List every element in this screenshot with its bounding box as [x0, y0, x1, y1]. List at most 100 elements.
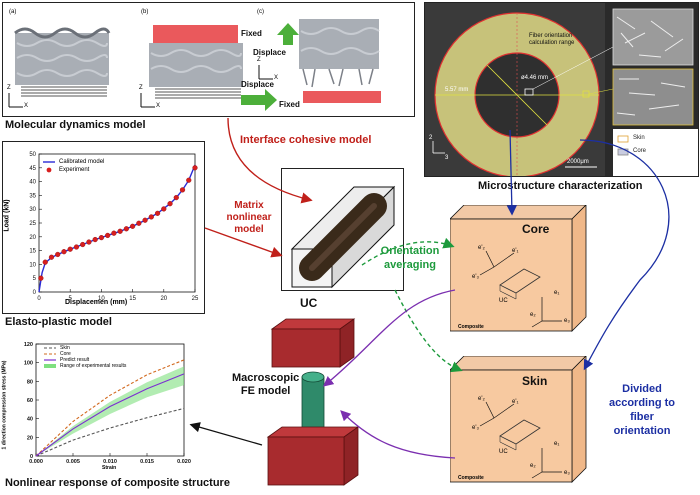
md-sub-a: (a) [9, 9, 17, 15]
elasto-x-tick-label: 25 [192, 296, 199, 302]
experiment-point [61, 249, 67, 255]
micro-panel: Fiber orientation calculation range 5.57… [424, 2, 699, 177]
legend-core: Core [633, 148, 647, 154]
elasto-x-tick-label: 15 [129, 296, 136, 302]
displace-up-arrow [277, 23, 299, 45]
core-micrograph [612, 8, 694, 66]
nonlinear-x-tick-label: 0.015 [140, 459, 154, 465]
experiment-point [73, 244, 80, 250]
experiment-point [130, 223, 136, 229]
core-box [450, 205, 587, 332]
skin-curve [35, 407, 185, 457]
divided-label: Divided according to fiber orientation [592, 382, 692, 438]
micro-axis-2: 2 [429, 135, 433, 141]
orientation-label-line-1: Orientation [380, 245, 440, 257]
nonlinear-xlabel: Strain [102, 465, 117, 471]
experimental-range-band [36, 366, 184, 456]
experiment-point [173, 195, 179, 201]
skin-uc: UC [499, 449, 508, 455]
elasto-y-tick-label: 40 [29, 180, 36, 186]
predict-curve [35, 373, 185, 457]
experiment-point [98, 235, 105, 241]
elasto-y-tick-label: 10 [29, 262, 36, 268]
md-axis-z-b: Z [139, 85, 143, 91]
divided-label-line-1: Divided [622, 383, 662, 395]
elasto-panel-title: Elasto-plastic model [5, 316, 112, 328]
core-title: Core [522, 222, 550, 236]
core-uc: UC [499, 298, 508, 304]
fixed-bottom-label: Fixed [279, 100, 300, 109]
core-e3p: e'₃ [472, 274, 479, 280]
md-panel-title: Molecular dynamics model [5, 119, 146, 131]
core-curve [35, 359, 185, 457]
skin-e1p: e'₁ [512, 399, 519, 405]
nonlinear-y-tick-label: 0 [30, 454, 33, 460]
elasto-y-tick-label: 20 [29, 235, 36, 241]
displace-up-label: Displace [253, 48, 286, 57]
nonlinear-legend-skin: Skin [60, 345, 70, 351]
skin-e2p: e'₂ [478, 396, 485, 402]
nonlinear-x-tick-label: 0.010 [103, 459, 117, 465]
matrix-label-line-3: model [234, 224, 264, 235]
elasto-y-tick-label: 5 [33, 276, 37, 282]
legend-skin: Skin [633, 135, 645, 141]
dim-inner-label: ø4.46 mm [521, 75, 549, 81]
experiment-point [42, 259, 48, 265]
skin-box [450, 356, 587, 483]
experiment-point [192, 165, 198, 171]
md-axis-x-a: X [24, 103, 29, 109]
arrow-fe-to-response [189, 422, 263, 446]
nonlinear-y-tick-label: 40 [27, 417, 33, 423]
elasto-y-tick-label: 30 [29, 207, 36, 213]
nonlinear-x-tick-label: 0.000 [29, 459, 43, 465]
nonlinear-legend-range: Range of experimental results [60, 363, 127, 369]
elasto-x-tick-label: 5 [69, 296, 73, 302]
uc-panel [281, 168, 404, 291]
calibrated-model-line [38, 164, 196, 293]
experiment-point [117, 228, 123, 234]
md-sub-c: (c) [257, 9, 264, 15]
nonlinear-y-tick-label: 20 [27, 435, 33, 441]
experiment-point [148, 214, 154, 220]
range-label-2: calculation range [529, 40, 575, 46]
elasto-legend-exp-swatch [46, 167, 52, 173]
fe-model [266, 318, 360, 486]
experiment-point [186, 177, 192, 183]
experiment-point [142, 217, 148, 223]
md-cluster-b [149, 25, 243, 99]
skin-e1: e₁ [554, 441, 560, 447]
matrix-label-line-1: Matrix [234, 200, 264, 211]
elasto-legend-model: Calibrated model [59, 159, 105, 165]
md-axis-z-c: Z [257, 57, 261, 63]
legend-range-swatch [44, 364, 56, 368]
elasto-x-tick-label: 0 [37, 296, 41, 302]
uc-label: UC [300, 296, 318, 310]
experiment-point [38, 275, 44, 281]
orientation-label-line-2: averaging [384, 259, 436, 271]
md-cluster-a [14, 27, 111, 97]
experiment-point [123, 226, 129, 232]
experiment-point [67, 246, 73, 252]
md-cluster-c [299, 19, 381, 103]
divided-label-line-2: according to [608, 397, 675, 409]
md-panel: (a) (b) (c) Fixed Displace Displace Fixe… [2, 2, 415, 117]
md-axes-c [258, 65, 273, 80]
divided-label-line-4: orientation [613, 425, 671, 437]
core-e2: e₂ [530, 312, 536, 318]
md-axes-a [8, 93, 23, 108]
nonlinear-y-tick-label: 120 [24, 342, 33, 348]
dim-outer-label: 5.57 mm [445, 87, 469, 93]
displace-right-label: Displace [241, 80, 274, 89]
md-axes-b [140, 93, 155, 108]
core-e1: e₁ [554, 290, 560, 296]
core-composite: Composite [458, 324, 484, 330]
experiment-point [80, 241, 86, 248]
interface-label: Interface cohesive model [240, 134, 372, 146]
nonlinear-x-tick-label: 0.005 [66, 459, 80, 465]
experiment-point [161, 206, 167, 212]
skin-composite: Composite [458, 475, 484, 481]
experiment-point [179, 187, 186, 193]
experiment-point [55, 251, 61, 258]
